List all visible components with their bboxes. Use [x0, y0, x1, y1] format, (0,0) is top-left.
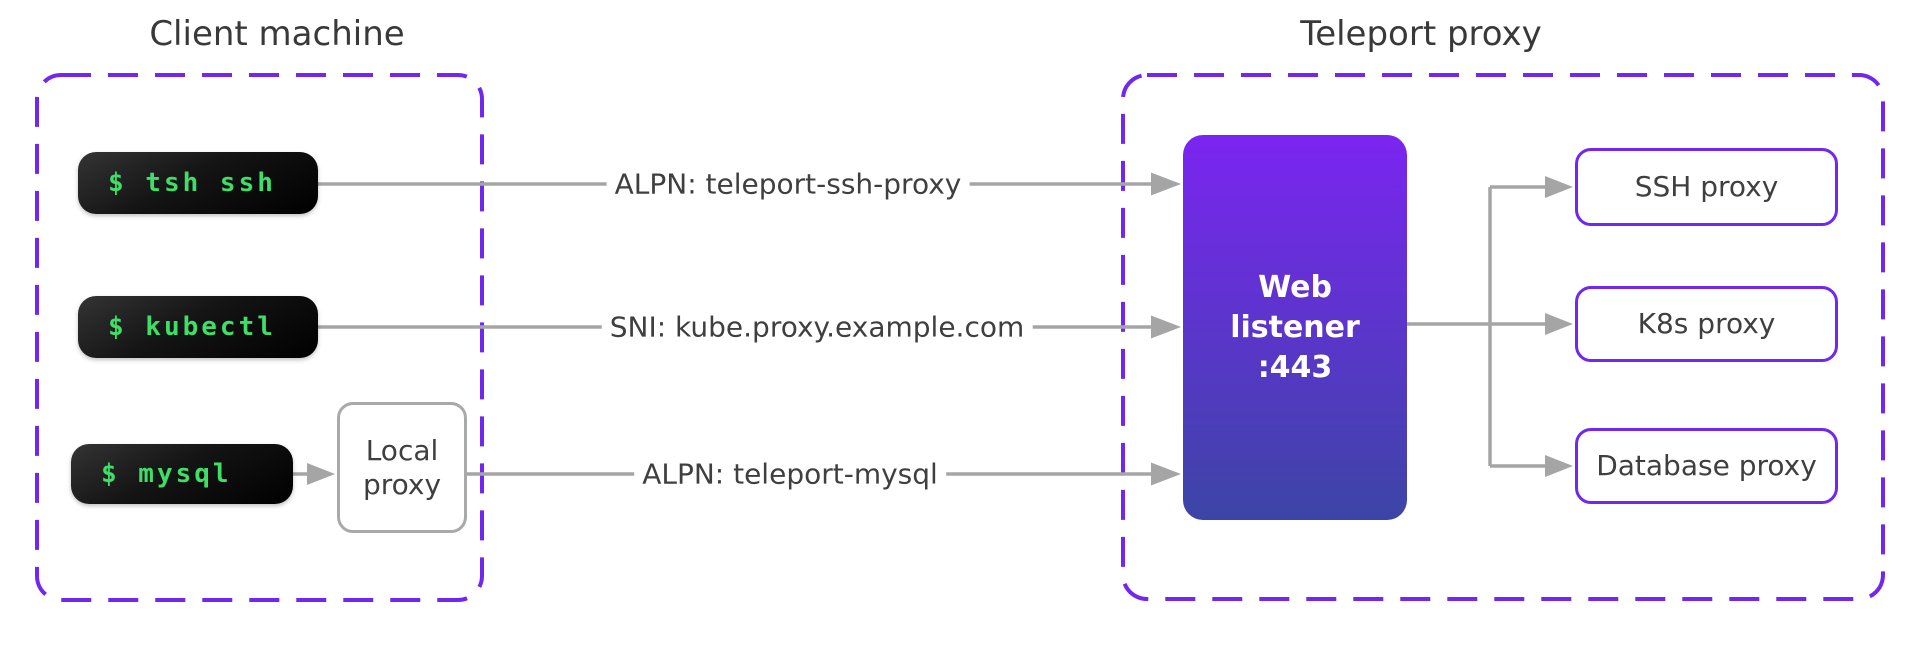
arrowhead-icon [1151, 315, 1181, 339]
arrowhead-group [307, 172, 1573, 486]
client-zone-boundary [35, 73, 484, 602]
arrowhead-icon [1151, 462, 1181, 486]
terminal-tsh-ssh: $ tsh ssh [78, 152, 318, 214]
database-proxy-label: Database proxy [1596, 449, 1817, 482]
arrowhead-icon [1151, 172, 1181, 196]
local-proxy-label: Local proxy [362, 433, 442, 501]
arrowhead-icon [307, 463, 335, 485]
terminal-command: $ mysql [101, 459, 232, 489]
wire-label-alpn-ssh: ALPN: teleport-ssh-proxy [606, 167, 970, 201]
arrowhead-icon [1545, 313, 1573, 335]
teleport-zone-boundary [1121, 73, 1885, 601]
terminal-command: $ kubectl [108, 312, 276, 342]
terminal-command: $ tsh ssh [108, 168, 276, 198]
k8s-proxy-node: K8s proxy [1575, 286, 1838, 362]
client-zone-title: Client machine [149, 14, 405, 54]
local-proxy-node: Local proxy [337, 402, 467, 533]
terminal-kubectl: $ kubectl [78, 296, 318, 358]
web-listener-label-line3: :443 [1257, 349, 1333, 385]
web-listener-label-line1: Web [1258, 269, 1332, 305]
arrowhead-icon [1545, 455, 1573, 477]
ssh-proxy-label: SSH proxy [1634, 170, 1779, 203]
database-proxy-node: Database proxy [1575, 428, 1838, 504]
web-listener-label-line2: listener [1230, 309, 1360, 345]
k8s-proxy-label: K8s proxy [1637, 307, 1776, 340]
wire-label-alpn-mysql: ALPN: teleport-mysql [634, 457, 946, 491]
wire-label-sni-kube: SNI: kube.proxy.example.com [601, 310, 1033, 344]
ssh-proxy-node: SSH proxy [1575, 148, 1838, 226]
teleport-zone-title: Teleport proxy [1300, 14, 1542, 54]
web-listener-node: Web listener :443 [1183, 135, 1407, 520]
arrowhead-icon [1545, 176, 1573, 198]
terminal-mysql: $ mysql [71, 444, 293, 504]
